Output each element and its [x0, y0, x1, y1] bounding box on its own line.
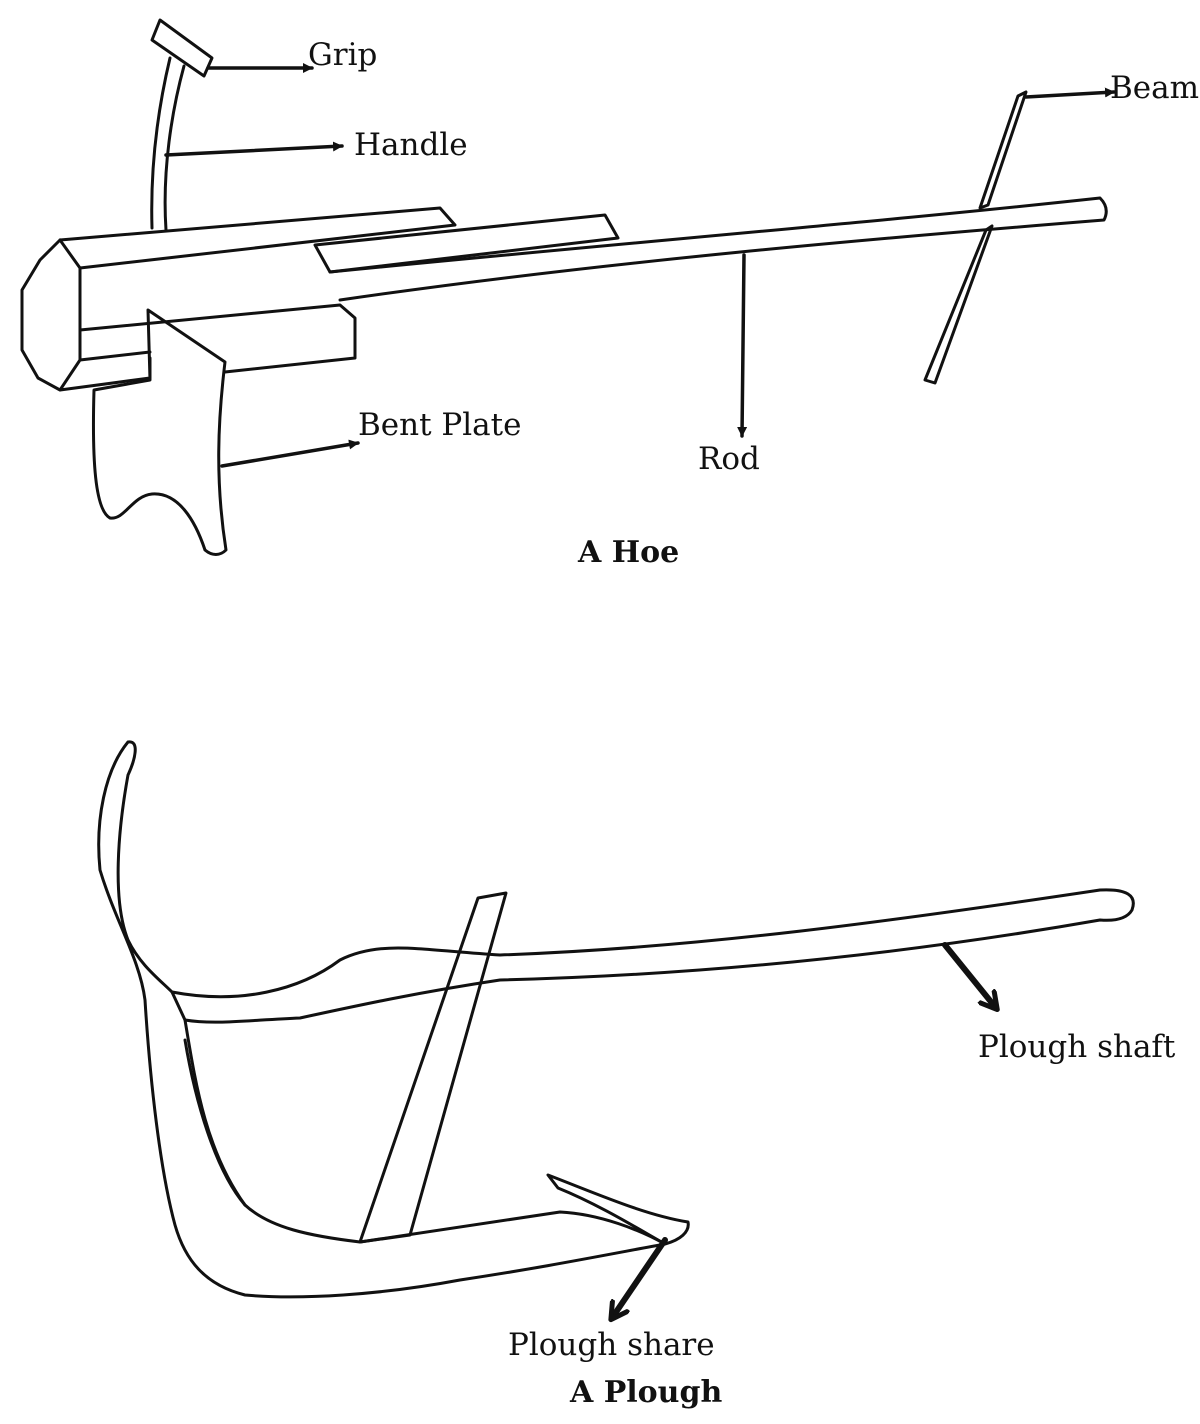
rod-arrow: [742, 255, 744, 436]
hoe-bent-plate: [93, 310, 226, 555]
hoe-beam: [925, 92, 1026, 383]
hoe-handle: [152, 58, 184, 230]
plough-strut: [360, 893, 506, 1242]
hoe-block: [22, 208, 455, 390]
plough-shaft-arrow: [945, 945, 996, 1008]
label-handle: Handle: [354, 130, 468, 161]
hoe-upper-plate: [315, 215, 618, 272]
label-rod: Rod: [698, 444, 760, 475]
label-plough-share: Plough share: [508, 1330, 715, 1361]
bent-plate-arrow: [222, 443, 358, 466]
label-beam: Beam: [1110, 73, 1199, 104]
label-bent-plate: Bent Plate: [358, 410, 521, 441]
handle-arrow: [166, 146, 342, 155]
caption-hoe: A Hoe: [578, 538, 679, 568]
label-plough-shaft: Plough shaft: [978, 1032, 1175, 1063]
plough-drawing: [99, 742, 1134, 1297]
beam-arrow: [1026, 92, 1114, 97]
caption-plough: A Plough: [570, 1378, 722, 1408]
label-grip: Grip: [308, 40, 377, 71]
plough-share-drawing: [548, 1175, 688, 1244]
hoe-grip: [152, 20, 212, 76]
hoe-drawing: [22, 20, 1106, 555]
